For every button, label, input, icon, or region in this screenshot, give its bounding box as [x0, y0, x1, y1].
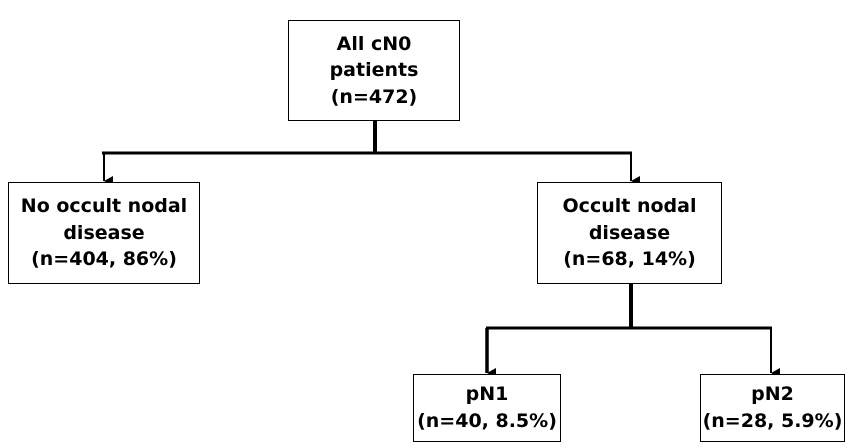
node-all-cn0-patients: All cN0 patients (n=472) — [288, 20, 460, 121]
node-pn1: pN1 (n=40, 8.5%) — [413, 374, 561, 442]
node-pn1-count: (n=40, 8.5%) — [417, 410, 557, 432]
node-pn2-count: (n=28, 5.9%) — [702, 410, 843, 432]
node-no-occult-nodal-disease: No occult nodal disease (n=404, 86%) — [8, 182, 200, 284]
node-all-cn0-count: (n=472) — [330, 85, 418, 108]
node-no-occult-count: (n=404, 86%) — [31, 248, 177, 271]
node-occult-line2: disease — [588, 221, 671, 244]
node-pn2: pN2 (n=28, 5.9%) — [700, 374, 845, 442]
node-all-cn0-line2: patients — [329, 59, 419, 82]
node-pn1-label: pN1 — [465, 383, 509, 406]
node-occult-nodal-disease: Occult nodal disease (n=68, 14%) — [537, 182, 722, 284]
node-occult-line1: Occult nodal — [562, 195, 697, 218]
node-occult-count: (n=68, 14%) — [563, 248, 696, 271]
node-pn2-label: pN2 — [751, 383, 794, 406]
node-all-cn0-line1: All cN0 — [336, 32, 412, 55]
node-no-occult-line1: No occult nodal — [20, 195, 188, 218]
node-no-occult-line2: disease — [63, 221, 145, 244]
